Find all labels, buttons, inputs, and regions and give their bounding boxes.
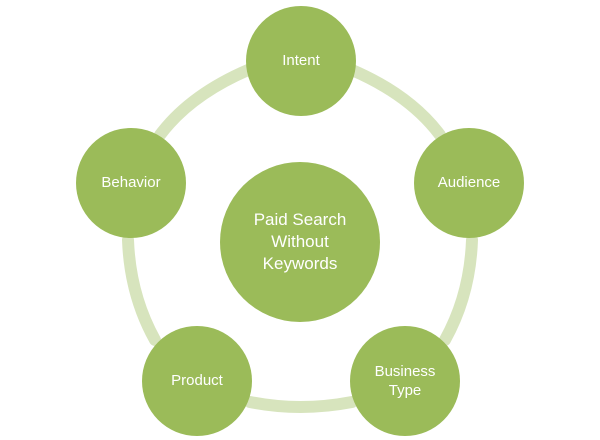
node-business-type: Business Type	[350, 326, 460, 436]
node-audience-label: Audience	[437, 174, 501, 192]
node-product: Product	[142, 326, 252, 436]
node-intent-label: Intent	[282, 52, 320, 70]
node-business-type-label: Business Type	[374, 362, 436, 400]
connector-business-product	[244, 396, 358, 413]
connector-behavior-intent	[154, 64, 254, 141]
connector-audience-business	[439, 234, 478, 346]
connector-product-behavior	[122, 234, 161, 346]
node-behavior: Behavior	[76, 128, 186, 238]
center-node: Paid Search Without Keywords	[220, 162, 380, 322]
node-product-label: Product	[171, 372, 223, 390]
node-intent: Intent	[246, 6, 356, 116]
center-node-label: Paid Search Without Keywords	[253, 209, 347, 274]
node-audience: Audience	[414, 128, 524, 238]
connector-intent-audience	[346, 64, 446, 141]
node-behavior-label: Behavior	[101, 174, 161, 192]
